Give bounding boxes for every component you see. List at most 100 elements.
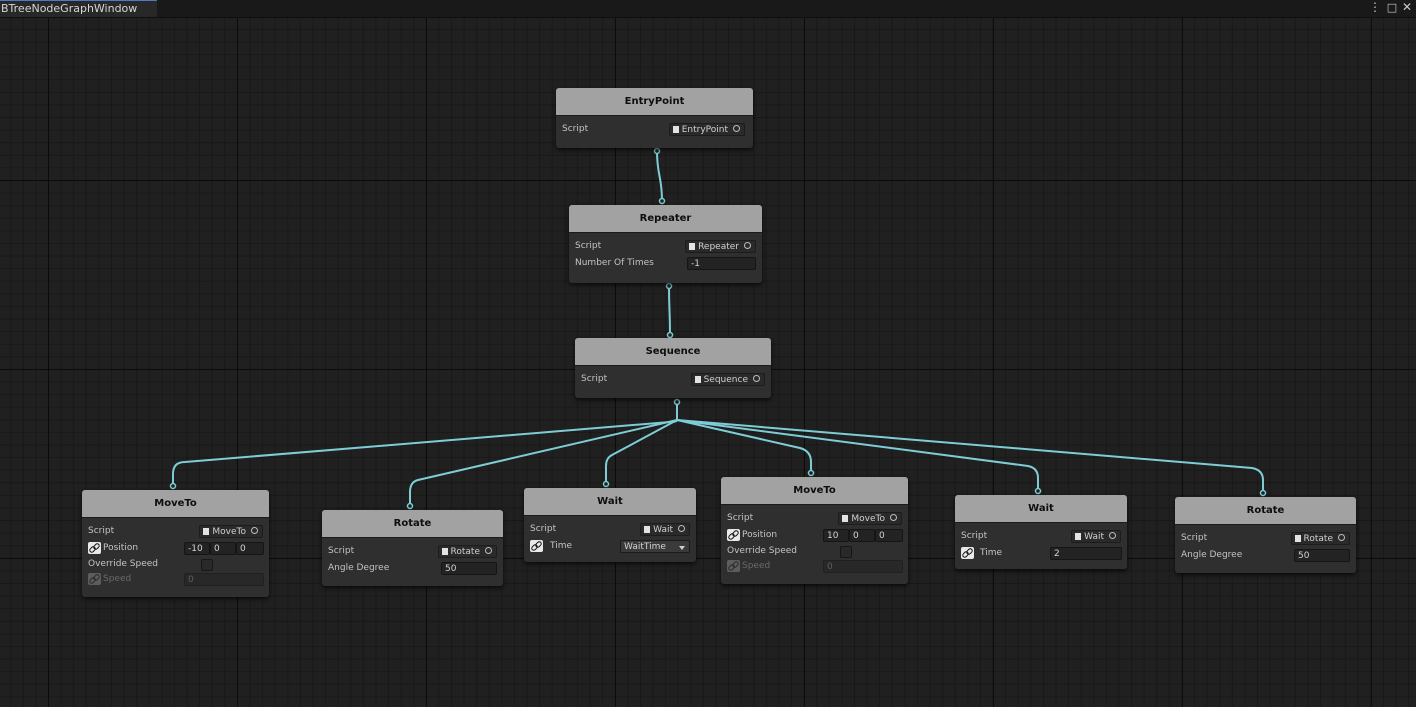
link-icon [727, 560, 740, 572]
script-value: Wait [653, 525, 673, 535]
script-value: EntryPoint [681, 125, 728, 135]
script-field[interactable]: MoveTo [838, 512, 902, 525]
window-tab[interactable]: BTreeNodeGraphWindow [0, 0, 157, 17]
node-repeater[interactable]: Repeater Script Repeater Number Of Times… [569, 205, 762, 283]
script-field[interactable]: Sequence [690, 373, 765, 386]
node-wait-1[interactable]: Wait Script Wait Time WaitTime [524, 488, 696, 562]
node-title: EntryPoint [556, 88, 753, 116]
script-value: Rotate [1303, 534, 1333, 544]
position-y-input[interactable]: 0 [210, 542, 236, 555]
script-label: Script [1181, 533, 1208, 543]
object-picker-icon[interactable] [678, 525, 685, 532]
node-title: Rotate [1175, 497, 1356, 525]
node-rotate-2[interactable]: Rotate Script Rotate Angle Degree 50 [1175, 497, 1356, 573]
speed-input: 0 [184, 573, 264, 586]
script-value: Sequence [703, 375, 748, 385]
script-file-icon [694, 376, 701, 383]
script-file-icon [203, 528, 210, 535]
script-value: MoveTo [851, 514, 885, 524]
time-dropdown[interactable]: WaitTime [620, 540, 690, 553]
position-z-input[interactable]: 0 [236, 542, 264, 555]
node-title: Wait [524, 488, 696, 516]
link-icon[interactable] [530, 540, 543, 552]
link-icon[interactable] [88, 542, 101, 554]
override-speed-checkbox[interactable] [201, 559, 213, 571]
script-field[interactable]: EntryPoint [668, 123, 745, 136]
speed-label: Speed [103, 574, 132, 584]
angle-degree-input[interactable]: 50 [1294, 549, 1350, 562]
object-picker-icon[interactable] [485, 547, 492, 554]
angle-degree-label: Angle Degree [1181, 550, 1243, 560]
script-file-icon [1294, 535, 1301, 542]
more-options-icon[interactable]: ⋮ [1369, 0, 1381, 14]
script-label: Script [727, 513, 754, 523]
override-speed-checkbox[interactable] [840, 546, 852, 558]
script-label: Script [581, 374, 608, 384]
script-label: Script [575, 241, 602, 251]
node-title: MoveTo [721, 477, 908, 505]
time-label: Time [980, 548, 1003, 558]
script-value: Repeater [698, 242, 739, 252]
close-icon[interactable]: ✕ [1401, 0, 1413, 14]
script-label: Script [530, 524, 557, 534]
script-field[interactable]: Wait [1071, 530, 1121, 543]
node-wait-2[interactable]: Wait Script Wait Time 2 [955, 495, 1127, 569]
node-moveto-1[interactable]: MoveTo Script MoveTo Position -10 0 0 Ov… [82, 490, 269, 597]
speed-input: 0 [823, 560, 903, 573]
node-sequence[interactable]: Sequence Script Sequence [575, 338, 771, 398]
angle-degree-input[interactable]: 50 [441, 562, 497, 575]
script-value: Rotate [450, 547, 480, 557]
position-label: Position [742, 530, 778, 540]
object-picker-icon[interactable] [753, 375, 760, 382]
override-speed-label: Override Speed [727, 546, 798, 556]
angle-degree-label: Angle Degree [328, 563, 390, 573]
link-icon [88, 573, 101, 585]
object-picker-icon[interactable] [1338, 534, 1345, 541]
script-field[interactable]: Rotate [1290, 532, 1350, 545]
position-label: Position [103, 543, 139, 553]
object-picker-icon[interactable] [890, 514, 897, 521]
node-title: MoveTo [82, 490, 269, 518]
position-z-input[interactable]: 0 [875, 529, 903, 542]
chevron-down-icon [679, 546, 685, 550]
override-speed-label: Override Speed [88, 559, 159, 569]
script-field[interactable]: MoveTo [199, 525, 263, 538]
object-picker-icon[interactable] [744, 242, 751, 249]
number-of-times-input[interactable]: -1 [687, 257, 756, 270]
script-value: Wait [1084, 532, 1104, 542]
script-file-icon [689, 243, 696, 250]
window-tab-bar: BTreeNodeGraphWindow ⋮ □ ✕ [0, 0, 1416, 18]
number-of-times-label: Number Of Times [575, 258, 654, 268]
object-picker-icon[interactable] [1109, 532, 1116, 539]
script-field[interactable]: Repeater [685, 240, 756, 253]
script-file-icon [672, 126, 679, 133]
script-file-icon [441, 548, 448, 555]
link-icon[interactable] [727, 529, 740, 541]
position-y-input[interactable]: 0 [849, 529, 875, 542]
position-x-input[interactable]: 10 [823, 529, 849, 542]
speed-label: Speed [742, 561, 771, 571]
script-label: Script [328, 546, 355, 556]
time-dropdown-value: WaitTime [624, 542, 666, 552]
node-rotate-1[interactable]: Rotate Script Rotate Angle Degree 50 [322, 510, 503, 586]
node-entrypoint[interactable]: EntryPoint Script EntryPoint [556, 88, 753, 148]
node-title: Sequence [575, 338, 771, 366]
node-moveto-2[interactable]: MoveTo Script MoveTo Position 10 0 0 Ove… [721, 477, 908, 584]
object-picker-icon[interactable] [733, 125, 740, 132]
node-title: Repeater [569, 205, 762, 233]
script-file-icon [842, 515, 849, 522]
node-title: Rotate [322, 510, 503, 538]
node-title: Wait [955, 495, 1127, 523]
maximize-icon[interactable]: □ [1386, 1, 1398, 14]
script-label: Script [88, 526, 115, 536]
script-field[interactable]: Wait [640, 523, 690, 536]
object-picker-icon[interactable] [251, 527, 258, 534]
time-input[interactable]: 2 [1050, 547, 1122, 560]
position-x-input[interactable]: -10 [184, 542, 210, 555]
time-label: Time [550, 541, 573, 551]
script-file-icon [644, 526, 651, 533]
script-file-icon [1075, 533, 1082, 540]
link-icon[interactable] [961, 547, 974, 559]
script-field[interactable]: Rotate [437, 545, 497, 558]
script-label: Script [562, 124, 589, 134]
